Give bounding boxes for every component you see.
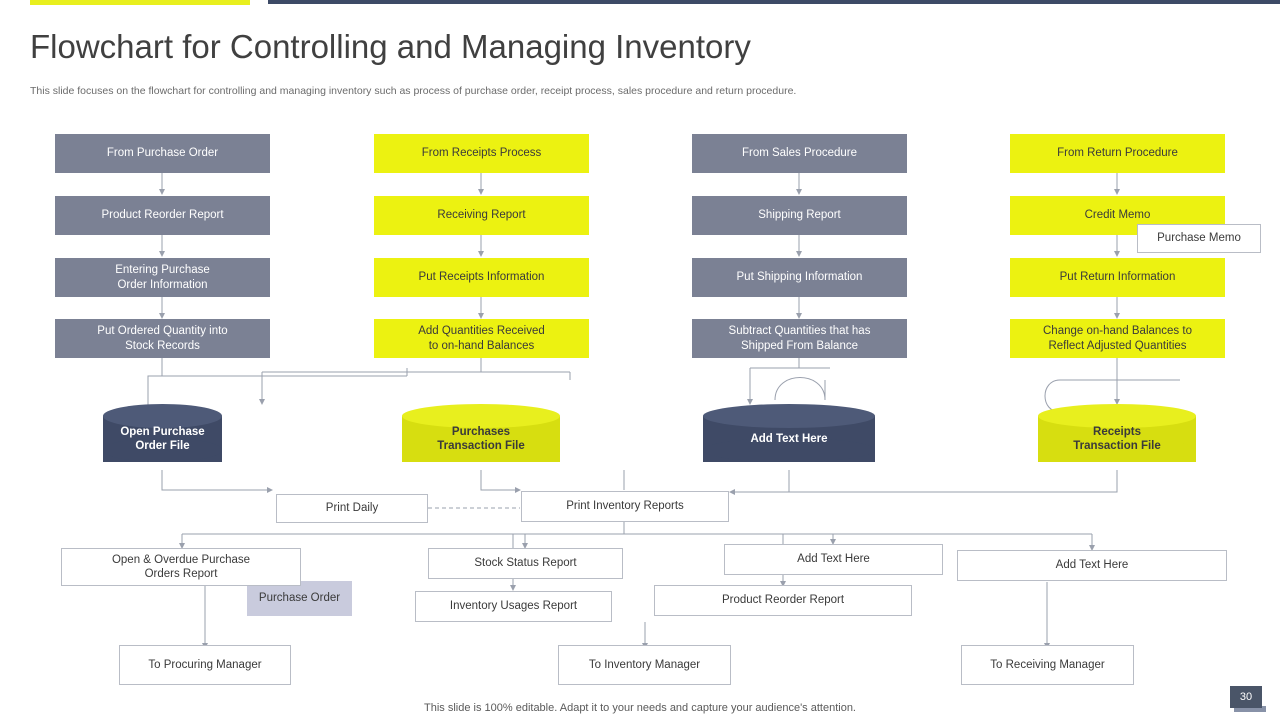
recipient-receiving-manager[interactable]: To Receiving Manager xyxy=(961,645,1134,685)
callout-purchase-order[interactable]: Purchase Order xyxy=(247,581,352,616)
step-receiving-report[interactable]: Receiving Report xyxy=(374,196,589,235)
step-from-receipts-process[interactable]: From Receipts Process xyxy=(374,134,589,173)
cylinder-bottom xyxy=(402,438,560,462)
cylinder-top xyxy=(703,404,875,428)
cylinder-bottom xyxy=(103,438,222,462)
step-put-receipts-information[interactable]: Put Receipts Information xyxy=(374,258,589,297)
top-accent-bar xyxy=(0,0,1280,5)
datastore-open-purchase-order-file[interactable]: Open Purchase Order File xyxy=(103,404,222,474)
accent-bar-navy xyxy=(268,0,1280,4)
report-print-daily[interactable]: Print Daily xyxy=(276,494,428,523)
datastore-label: Purchases Transaction File xyxy=(437,425,525,452)
datastore-label: Receipts Transaction File xyxy=(1073,425,1161,452)
cylinder-bottom xyxy=(1038,438,1196,462)
callout-purchase-memo[interactable]: Purchase Memo xyxy=(1137,224,1261,253)
datastore-label: Open Purchase Order File xyxy=(120,425,205,452)
cylinder-top xyxy=(1038,404,1196,428)
step-subtract-quantities-shipped[interactable]: Subtract Quantities that has Shipped Fro… xyxy=(692,319,907,358)
page-badge-shadow xyxy=(1234,706,1266,712)
datastore-add-text-here[interactable]: Add Text Here xyxy=(703,404,875,474)
step-put-ordered-quantity[interactable]: Put Ordered Quantity into Stock Records xyxy=(55,319,270,358)
cylinder-top xyxy=(103,404,222,428)
accent-bar-yellow xyxy=(30,0,250,5)
step-shipping-report[interactable]: Shipping Report xyxy=(692,196,907,235)
step-from-return-procedure[interactable]: From Return Procedure xyxy=(1010,134,1225,173)
step-add-quantities-received[interactable]: Add Quantities Received to on-hand Balan… xyxy=(374,319,589,358)
page-number-badge: 30 xyxy=(1230,686,1262,708)
step-from-purchase-order[interactable]: From Purchase Order xyxy=(55,134,270,173)
datastore-purchases-transaction-file[interactable]: Purchases Transaction File xyxy=(402,404,560,474)
cylinder-bottom xyxy=(703,438,875,462)
step-product-reorder-report[interactable]: Product Reorder Report xyxy=(55,196,270,235)
datastore-receipts-transaction-file[interactable]: Receipts Transaction File xyxy=(1038,404,1196,474)
report-print-inventory-reports[interactable]: Print Inventory Reports xyxy=(521,491,729,522)
cylinder-top xyxy=(402,404,560,428)
step-change-on-hand-balances[interactable]: Change on-hand Balances to Reflect Adjus… xyxy=(1010,319,1225,358)
recipient-procuring-manager[interactable]: To Procuring Manager xyxy=(119,645,291,685)
recipient-inventory-manager[interactable]: To Inventory Manager xyxy=(558,645,731,685)
step-put-shipping-information[interactable]: Put Shipping Information xyxy=(692,258,907,297)
step-from-sales-procedure[interactable]: From Sales Procedure xyxy=(692,134,907,173)
report-product-reorder[interactable]: Product Reorder Report xyxy=(654,585,912,616)
report-stock-status[interactable]: Stock Status Report xyxy=(428,548,623,579)
page-title: Flowchart for Controlling and Managing I… xyxy=(30,28,751,65)
report-inventory-usages[interactable]: Inventory Usages Report xyxy=(415,591,612,622)
page-subtitle: This slide focuses on the flowchart for … xyxy=(30,85,797,97)
step-entering-purchase-order-information[interactable]: Entering Purchase Order Information xyxy=(55,258,270,297)
footer-note: This slide is 100% editable. Adapt it to… xyxy=(424,702,856,714)
datastore-label: Add Text Here xyxy=(750,432,828,445)
report-add-text-here-2[interactable]: Add Text Here xyxy=(957,550,1227,581)
report-add-text-here-1[interactable]: Add Text Here xyxy=(724,544,943,575)
report-open-overdue-purchase-orders[interactable]: Open & Overdue Purchase Orders Report xyxy=(61,548,301,586)
step-put-return-information[interactable]: Put Return Information xyxy=(1010,258,1225,297)
